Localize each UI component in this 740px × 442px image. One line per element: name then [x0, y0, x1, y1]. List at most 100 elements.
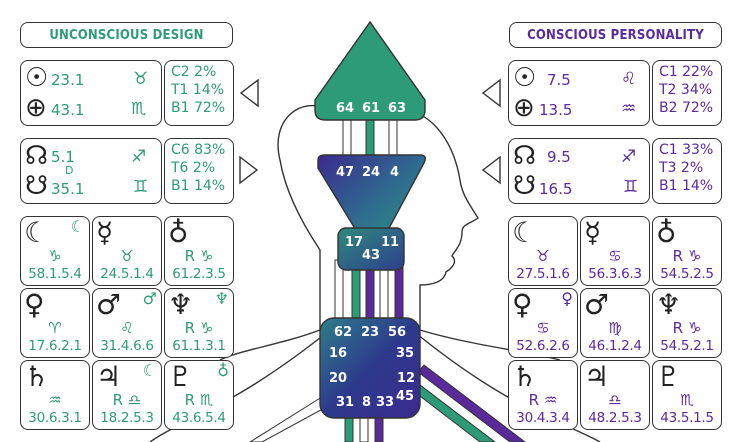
venus-icon: ♀ [24, 288, 45, 321]
variable-line: T1 14% [171, 82, 225, 98]
virgo-icon: ♍ [608, 319, 622, 337]
variable-line: T6 2% [171, 160, 216, 176]
scorpio-icon: R ♏ [184, 391, 214, 409]
mars-icon: ♂ [96, 288, 122, 321]
personality-neptune-value: 54.5.2.1 [660, 338, 714, 354]
gate-24[interactable]: 24 [362, 165, 381, 180]
design-neptune-cell[interactable]: ♆ ♆ R ♑ 61.1.3.1 [164, 288, 234, 358]
personality-nodes-box[interactable]: ☊ 9.5 ♐ ☋ 16.5 ♊ [508, 138, 650, 204]
moon-mini-icon: ☾ [142, 361, 157, 380]
personality-mars-cell[interactable]: ♂ ♍ 46.1.2.4 [580, 288, 650, 358]
personality-moon-value: 27.5.1.6 [516, 266, 570, 282]
gate-47[interactable]: 47 [336, 165, 355, 180]
taurus-icon: ♉ [536, 247, 550, 265]
personality-north-node-value: 9.5 [547, 148, 571, 166]
design-nodes-box[interactable]: ☊ 5.1 D ♐ ☋ 35.1 ♊ [20, 138, 162, 204]
scorpio-icon: ♏ [680, 391, 694, 409]
jupiter-icon: ♃ [584, 360, 610, 393]
gate-61[interactable]: 61 [362, 101, 381, 116]
design-jupiter-value: 18.2.5.3 [100, 410, 154, 426]
cancer-icon: ♋ [608, 247, 622, 265]
leo-icon: ♌ [621, 69, 637, 89]
capricorn-icon: ♑ [48, 247, 62, 265]
neptune-icon: ♆ [656, 288, 682, 321]
north-node-icon: ☊ [25, 141, 49, 171]
gate-11[interactable]: 11 [381, 235, 400, 250]
personality-sun-earth-box[interactable]: ☉ 7.5 ♌ ⊕ 13.5 ♒ [508, 60, 650, 126]
variable-line: B1 14% [171, 178, 226, 194]
g-center [319, 317, 421, 419]
capricorn-icon: R ♑ [672, 247, 702, 265]
design-venus-cell[interactable]: ♀ ♈ 17.6.2.1 [20, 288, 90, 358]
personality-arrow-bottom [481, 155, 501, 185]
personality-earth-cell[interactable]: ♁ R ♑ 54.5.2.5 [652, 216, 722, 286]
design-moon-cell[interactable]: ☾ ☾ ♑ 58.1.5.4 [20, 216, 90, 286]
gate-12[interactable]: 12 [397, 371, 416, 386]
personality-pluto-cell[interactable]: ♇ ♏ 43.5.1.5 [652, 360, 722, 430]
gate-17[interactable]: 17 [345, 235, 364, 250]
design-header: UNCONSCIOUS DESIGN [20, 22, 233, 48]
moon-mini-icon: ☾ [70, 217, 85, 236]
jupiter-icon: ♃ [96, 360, 122, 393]
design-sun-earth-box[interactable]: ☉ 23.1 ♉ ⊕ 43.1 ♏ [20, 60, 162, 126]
pluto-icon: ♇ [168, 360, 194, 393]
mars-mini-icon: ♂ [142, 289, 157, 308]
design-saturn-cell[interactable]: ♄ ♒ 30.6.3.1 [20, 360, 90, 430]
personality-neptune-cell[interactable]: ♆ R ♑ 54.5.2.1 [652, 288, 722, 358]
design-sun-value: 23.1 [51, 71, 85, 89]
gate-16[interactable]: 16 [329, 346, 348, 361]
gate-4[interactable]: 4 [390, 165, 400, 180]
gate-35[interactable]: 35 [396, 346, 415, 361]
gate-23[interactable]: 23 [361, 325, 380, 340]
personality-south-node-value: 16.5 [539, 180, 573, 198]
gate-45[interactable]: 45 [396, 389, 415, 404]
personality-saturn-cell[interactable]: ♄ R ♒ 30.4.3.4 [508, 360, 578, 430]
design-arrow-bottom [239, 155, 259, 185]
design-north-node-value: 5.1 [51, 148, 75, 166]
venus-mini-icon: ♀ [561, 289, 573, 308]
personality-mercury-value: 56.3.6.3 [588, 266, 642, 282]
personality-mercury-cell[interactable]: ☿ ♋ 56.3.6.3 [580, 216, 650, 286]
moon-icon: ☾ [24, 216, 50, 249]
design-mercury-cell[interactable]: ☿ ♉ 24.5.1.4 [92, 216, 162, 286]
design-pluto-cell[interactable]: ♇ ♁ R ♏ 43.6.5.4 [164, 360, 234, 430]
design-earth-cell[interactable]: ♁ R ♑ 61.2.3.5 [164, 216, 234, 286]
design-variables-top[interactable]: C2 2% T1 14% B1 72% [164, 60, 234, 126]
design-moon-value: 58.1.5.4 [28, 266, 82, 282]
mercury-icon: ☿ [96, 216, 114, 249]
variable-line: T3 2% [659, 160, 704, 176]
personality-jupiter-value: 48.2.5.3 [588, 410, 642, 426]
gate-8[interactable]: 8 [362, 395, 372, 410]
gate-43[interactable]: 43 [362, 248, 381, 263]
design-mercury-value: 24.5.1.4 [100, 266, 154, 282]
design-neptune-value: 61.1.3.1 [172, 338, 226, 354]
gate-20[interactable]: 20 [329, 371, 348, 386]
design-mars-cell[interactable]: ♂ ♂ ♌ 31.4.6.6 [92, 288, 162, 358]
design-variables-bottom[interactable]: C6 83% T6 2% B1 14% [164, 138, 234, 204]
gate-33[interactable]: 33 [376, 395, 395, 410]
personality-variables-bottom[interactable]: C1 33% T3 2% B1 14% [652, 138, 722, 204]
pluto-icon: ♇ [656, 360, 682, 393]
personality-earth-cell-value: 54.5.2.5 [660, 266, 714, 282]
personality-variables-top[interactable]: C1 22% T2 34% B2 72% [652, 60, 722, 126]
personality-jupiter-cell[interactable]: ♃ ♎ 48.2.5.3 [580, 360, 650, 430]
design-earth-value: 43.1 [51, 101, 85, 119]
throat-center [337, 227, 405, 271]
personality-venus-cell[interactable]: ♀ ♀ ♋ 52.6.2.6 [508, 288, 578, 358]
gate-31[interactable]: 31 [336, 395, 355, 410]
face-silhouette [409, 109, 561, 361]
gate-63[interactable]: 63 [388, 101, 407, 116]
head-silhouette [219, 104, 331, 361]
design-jupiter-cell[interactable]: ♃ ☾ R ♎ 18.2.5.3 [92, 360, 162, 430]
variable-line: C1 22% [659, 64, 714, 80]
capricorn-icon: R ♑ [184, 247, 214, 265]
design-node-marker: D [65, 164, 74, 177]
scorpio-icon: ♏ [131, 99, 147, 119]
gate-64[interactable]: 64 [336, 101, 355, 116]
aquarius-icon: ♒ [621, 99, 637, 119]
personality-moon-cell[interactable]: ☾ ♉ 27.5.1.6 [508, 216, 578, 286]
earth-icon: ♁ [168, 216, 189, 249]
gate-56[interactable]: 56 [388, 325, 407, 340]
gate-62[interactable]: 62 [334, 325, 353, 340]
